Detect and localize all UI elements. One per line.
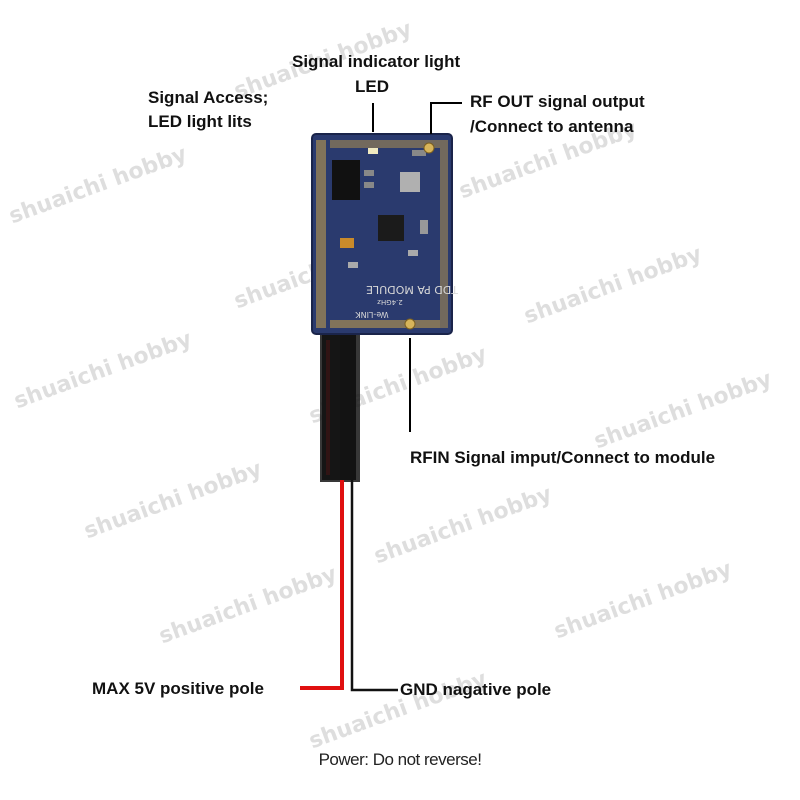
signal-led-title: Signal indicator light [292,50,460,74]
ic-chip [400,172,420,192]
rf-in-connector [405,319,415,329]
signal-led-sub: LED [355,75,389,99]
ic-chip [332,160,360,200]
rf-out-pointer-line [431,103,462,134]
board-brand: We-LINK [355,310,389,319]
ic-chip [378,215,404,241]
black-wire [352,480,398,690]
shrink-tube [320,330,360,482]
rf-in-label: RFIN Signal imput/Connect to module [410,446,715,470]
signal-access-line1: Signal Access; [148,86,268,110]
rf-out-line1: RF OUT signal output [470,90,645,114]
board-freq: 2.4GHz [377,298,403,306]
negative-pole-label: GND nagative pole [400,678,551,702]
led [368,148,378,154]
rf-out-line2: /Connect to antenna [470,115,633,139]
red-wire [300,480,342,688]
positive-pole-label: MAX 5V positive pole [92,677,264,701]
rf-out-connector [424,143,434,153]
board-module-name: TDD PA MODULE [366,283,459,296]
power-warning: Power: Do not reverse! [0,750,800,770]
signal-access-line2: LED light lits [148,110,252,134]
